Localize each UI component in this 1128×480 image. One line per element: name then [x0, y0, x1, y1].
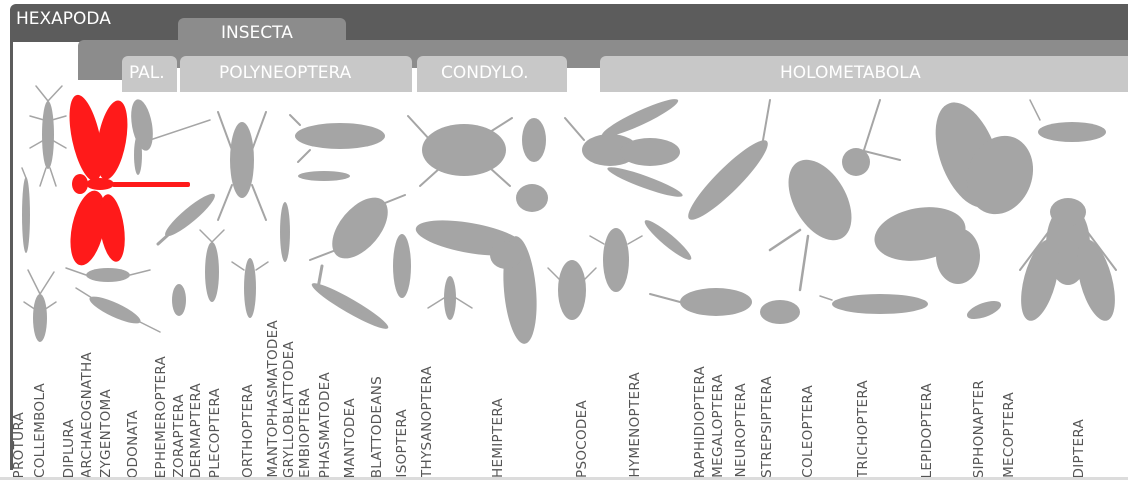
springtail-icon: [24, 270, 56, 342]
order-label: MECOPTERA: [1002, 392, 1016, 478]
flea-icon: [965, 297, 1004, 322]
louse-icon: [548, 260, 596, 320]
order-label: SIPHONAPTER: [972, 380, 986, 478]
fly-icon: [1014, 198, 1123, 325]
order-label: STREPSIPTERA: [760, 376, 774, 478]
order-label: MANTOPHASMATODEA: [266, 320, 280, 478]
megaloptera-icon: [650, 288, 752, 316]
cicada-icon: [413, 214, 540, 346]
butterfly-icon: [870, 94, 1044, 284]
order-label: ARCHAEOGNATHA: [80, 352, 94, 478]
order-label: PHASMATODEA: [318, 372, 332, 478]
order-label: PSOCODEA: [575, 400, 589, 478]
order-label: RAPHIDIOPTERA: [693, 366, 707, 478]
snakefly-icon: [681, 100, 776, 227]
mayfly-icon: [128, 98, 210, 175]
order-label: DERMAPTERA: [189, 383, 203, 478]
stonefly-icon: [200, 230, 224, 302]
ant-icon: [590, 228, 642, 292]
order-label: DIPLURA: [62, 419, 76, 478]
zoraptera-icon: [172, 284, 186, 316]
order-label: TRICHOPTERA: [856, 380, 870, 478]
bug-icon: [408, 116, 512, 186]
mantis-icon: [308, 266, 391, 334]
order-label: HEMIPTERA: [491, 398, 505, 478]
beetle-icon: [770, 100, 900, 290]
thrips-icon: [428, 276, 472, 320]
order-label: ODONATA: [126, 410, 140, 478]
sawfly-icon: [641, 216, 695, 264]
order-label: COLLEMBOLA: [33, 383, 47, 478]
order-label: MEGALOPTERA: [711, 374, 725, 478]
order-label: THYSANOPTERA: [420, 366, 434, 478]
order-label: DIPTERA: [1072, 419, 1086, 478]
mantophasmatodea-icon: [232, 258, 268, 318]
order-label: PLECOPTERA: [208, 388, 222, 478]
twisted-wing-icon: [760, 300, 800, 324]
earwig-icon: [158, 189, 219, 244]
wasp-icon: [565, 94, 685, 201]
aphid-icon: [516, 118, 548, 212]
caddisfly-icon: [820, 294, 928, 314]
order-label: ISOPTERA: [395, 409, 409, 478]
order-label: ZYGENTOMA: [99, 389, 113, 478]
order-label: BLATTODEANS: [370, 376, 384, 478]
scorpionfly-icon: [1030, 100, 1106, 142]
order-label: ZORAPTERA: [172, 394, 186, 478]
order-label: NEUROPTERA: [734, 383, 748, 478]
cockroach-icon: [310, 188, 405, 269]
termite-icon: [393, 234, 411, 298]
order-label: GRYLLOBLATTODEA: [282, 341, 296, 478]
protura-icon: [22, 168, 30, 253]
phasmid-icon: [290, 115, 385, 181]
order-label: HYMENOPTERA: [628, 372, 642, 478]
order-label: EPHEMEROPTERA: [154, 356, 168, 478]
dragonfly-icon: [63, 92, 190, 268]
cricket-icon: [218, 112, 266, 220]
order-label: PROTURA: [12, 412, 26, 478]
bristletail-icon: [66, 268, 150, 282]
order-label: ORTHOPTERA: [241, 384, 255, 478]
order-label: LEPIDOPTERA: [920, 383, 934, 478]
silverfish-icon: [76, 288, 160, 332]
order-label: COLEOPTERA: [801, 385, 815, 478]
embioptera-icon: [280, 202, 290, 262]
order-label: EMBIOPTERA: [298, 388, 312, 478]
order-label: MANTODEA: [343, 398, 357, 478]
diplura-icon: [30, 86, 66, 186]
